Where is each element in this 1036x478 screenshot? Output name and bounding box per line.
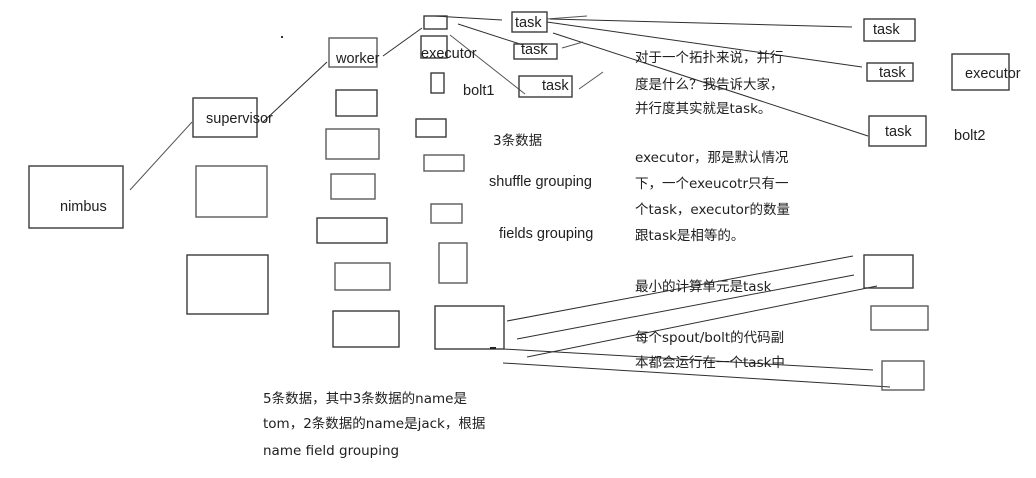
task-box — [863, 18, 916, 42]
lower-right-boxes — [863, 254, 929, 391]
target-box — [870, 305, 929, 331]
worker-box — [330, 173, 376, 200]
task-label: task — [885, 124, 912, 140]
supervisor-box — [195, 165, 268, 218]
line-worker-executor — [382, 27, 423, 57]
bolt1-label: bolt1 — [463, 83, 494, 99]
executor-note-line: 跟task是相等的。 — [635, 227, 744, 244]
code-copy-note-line: 本都会运行在一个task中 — [635, 355, 785, 371]
line-supervisor-worker — [262, 61, 328, 123]
node-labels: nimbus supervisor worker executor bolt1 … — [60, 15, 1021, 215]
line-executor-task2 — [457, 23, 524, 46]
task-label: task — [515, 15, 542, 31]
field-grouping-example-line: 5条数据，其中3条数据的name是 — [263, 390, 467, 407]
supervisor-label: supervisor — [206, 111, 273, 127]
target-box — [881, 360, 925, 391]
annotations: 3条数据 shuffle grouping fields grouping 对于… — [263, 50, 790, 459]
task-box — [511, 11, 548, 33]
task-box — [866, 62, 914, 82]
nimbus-box — [28, 165, 124, 229]
line-task-to-right-task1 — [549, 18, 853, 28]
line-executor-to-box-c — [526, 285, 878, 358]
task-box — [868, 115, 927, 147]
line-executor-to-box-b — [516, 274, 855, 340]
line-task-to-bolt2-task — [552, 32, 869, 137]
task-label: task — [879, 65, 906, 81]
line-task-stub — [546, 15, 588, 20]
parallelism-note-line: 对于一个拓扑来说，并行 — [635, 50, 784, 66]
field-grouping-example-line: name field grouping — [263, 443, 399, 459]
task-label: task — [873, 22, 900, 38]
line-nimbus-supervisor — [129, 121, 193, 191]
worker-box — [334, 262, 391, 291]
fields-grouping-label: fields grouping — [499, 226, 593, 242]
executor-box — [434, 305, 505, 350]
stray-mark — [490, 347, 496, 349]
parallelism-note-line: 度是什么？我告诉大家， — [635, 76, 784, 93]
executor-box — [423, 15, 448, 30]
line-executor-task3 — [449, 34, 526, 95]
parallelism-note-line: 并行度其实就是task。 — [635, 101, 771, 117]
target-box — [863, 254, 914, 289]
executor-label: executor — [421, 46, 477, 62]
executor-right-label: executor — [965, 66, 1021, 82]
task-box — [518, 75, 573, 98]
field-grouping-example-line: tom，2条数据的name是jack，根据 — [263, 415, 485, 432]
worker-box — [335, 89, 378, 117]
nimbus-label: nimbus — [60, 199, 107, 215]
executor-box — [423, 154, 465, 172]
task-box — [513, 43, 558, 60]
worker-label: worker — [335, 51, 380, 67]
line-task-to-right-task2 — [546, 21, 863, 68]
executor-note-line: 下，一个exeucotr只有一 — [635, 176, 789, 192]
shuffle-grouping-label: shuffle grouping — [489, 174, 592, 190]
task-label: task — [521, 42, 548, 58]
line-executor-to-box-e — [502, 362, 891, 388]
line-executor-to-box-a — [506, 255, 854, 322]
stray-dot — [281, 36, 283, 38]
line-executor-to-box-d — [502, 348, 874, 371]
worker-box — [328, 37, 378, 68]
line-task2-stub — [561, 41, 584, 49]
nimbus-supervisor-column — [28, 97, 269, 315]
executor-box — [438, 242, 468, 284]
supervisor-box — [186, 254, 269, 315]
executor-note-line: 个task，executor的数量 — [635, 202, 790, 218]
bolt2-label: bolt2 — [954, 128, 985, 144]
executor-box — [430, 72, 445, 94]
executor-note-line: executor，那是默认情况 — [635, 150, 789, 166]
executor-box — [420, 35, 448, 59]
code-copy-note-line: 每个spout/bolt的代码副 — [635, 330, 784, 346]
executor-box-right — [951, 53, 1010, 91]
supervisor-box — [192, 97, 258, 138]
three-records-note: 3条数据 — [493, 132, 542, 149]
line-task3-stub — [578, 71, 604, 90]
executor-column — [415, 15, 505, 350]
connector-lines — [129, 15, 891, 388]
executor-box — [415, 118, 447, 138]
worker-box — [325, 128, 380, 160]
executor-box — [430, 203, 463, 224]
worker-column — [316, 37, 400, 348]
task-boxes — [511, 11, 1010, 147]
worker-box — [316, 217, 388, 244]
worker-box — [332, 310, 400, 348]
task-label: task — [542, 78, 569, 94]
smallest-unit-note: 最小的计算单元是task — [635, 279, 772, 295]
